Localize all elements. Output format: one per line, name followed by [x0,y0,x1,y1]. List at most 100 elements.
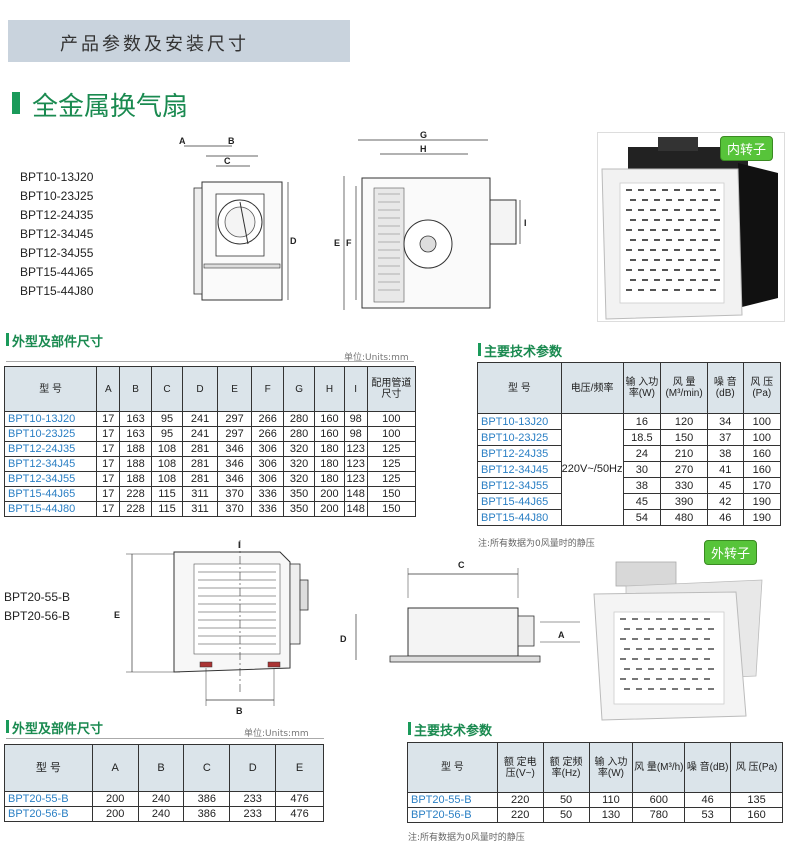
tech-table-1-note: 注:所有数据为0风量时的静压 [478,539,595,549]
table-cell: 41 [706,461,744,478]
col-header: 型 号 [407,742,498,793]
table-cell: BPT10-23J25 [477,429,562,446]
badge-outer-rotor: 外转子 [704,540,758,565]
dim-label-e2: E [114,610,120,620]
section-rule [6,361,414,362]
table-cell: 190 [742,493,782,510]
table-cell: 150 [366,486,417,502]
model-item: BPT10-13J20 [20,170,94,184]
table-cell: 266 [251,411,284,427]
table-cell: 228 [119,501,152,517]
table-cell: BPT12-34J45 [477,461,562,478]
col-header: 型 号 [477,362,562,414]
table-cell: 100 [366,411,417,427]
col-header: D [182,366,218,412]
table-cell: 476 [275,806,324,822]
table-cell: 17 [96,441,121,457]
table-cell: 150 [366,501,417,517]
table-cell: 346 [216,456,253,472]
tech-table-2-title: 主要技术参数 [414,724,493,739]
dim-label-b2: B [236,706,243,716]
table-cell: 270 [660,461,708,478]
dim-label-f: F [346,238,352,248]
table-cell: 241 [182,411,218,427]
section-marker [478,343,481,356]
table-cell: BPT15-44J80 [3,501,98,517]
dim-label-i: I [524,218,527,228]
grille-pattern [626,189,720,291]
table-cell: 120 [660,413,708,430]
table-cell: 163 [119,411,152,427]
col-header: 噪 音(dB) [706,362,744,414]
table-cell: 18.5 [622,429,662,446]
model-item: BPT20-55-B [4,590,71,604]
table-cell: 320 [282,441,316,457]
table-cell: 160 [742,461,782,478]
table-cell: 95 [150,426,184,442]
table-cell: 476 [275,791,324,807]
table-cell: 200 [314,501,345,517]
table-cell: 100 [742,429,782,446]
table-cell: 37 [706,429,744,446]
model-list-top: BPT10-13J20 BPT10-23J25 BPT12-24J35 BPT1… [20,168,93,301]
dim-label-i2: I [238,540,241,550]
table-cell: 280 [282,426,316,442]
banner-title: 产品参数及安装尺寸 [60,34,249,55]
table-cell: 188 [119,441,152,457]
table-cell: 148 [343,486,368,502]
table-cell: BPT20-55-B [4,791,93,807]
model-item: BPT10-23J25 [20,189,94,203]
table-cell: BPT12-34J45 [3,456,98,472]
col-header: 额 定频 率(Hz) [542,742,590,793]
table-cell: 108 [150,441,184,457]
table-cell: 346 [216,471,253,487]
table-cell: 98 [343,411,368,427]
table-cell: 50 [542,807,590,823]
table-cell: 17 [96,486,121,502]
table-cell: 180 [314,456,345,472]
col-header: 风 量(M³/min) [660,362,708,414]
col-header: 风 压(Pa) [742,362,782,414]
col-header: D [229,744,277,792]
table-cell: 220 [496,792,544,808]
table-cell: 123 [343,456,368,472]
col-header: F [251,366,284,412]
table-cell: BPT10-13J20 [477,413,562,430]
tech-table-1-title: 主要技术参数 [484,345,563,360]
table-cell: 240 [137,791,185,807]
table-cell: 350 [282,486,316,502]
table-cell: 266 [251,426,284,442]
table-cell: BPT12-34J55 [3,471,98,487]
table-cell: 160 [730,807,783,823]
table-cell: 280 [282,411,316,427]
table-cell: 17 [96,411,121,427]
table-cell: 306 [251,441,284,457]
table-cell: 233 [229,806,277,822]
table-cell: 163 [119,426,152,442]
model-list-bottom: BPT20-55-B BPT20-56-B [4,588,70,626]
table-cell: 110 [588,792,634,808]
table-cell: 115 [150,486,184,502]
front-view-diagram: A B C D [179,136,297,301]
table-cell: BPT20-56-B [407,807,498,823]
table-cell: BPT15-44J65 [3,486,98,502]
table-cell: 330 [660,477,708,494]
table-cell: 188 [119,456,152,472]
table-cell: 54 [622,509,662,526]
table-cell: 320 [282,471,316,487]
table-cell: 130 [588,807,634,823]
dim-label-a2: A [558,630,565,640]
grille-pattern [620,618,714,690]
tech-table-2: 型 号 额 定电 压(V~) 额 定频 率(Hz) 输 入功 率(W) 风 量(… [407,742,783,823]
table-cell: 190 [742,509,782,526]
table-cell: 100 [742,413,782,430]
